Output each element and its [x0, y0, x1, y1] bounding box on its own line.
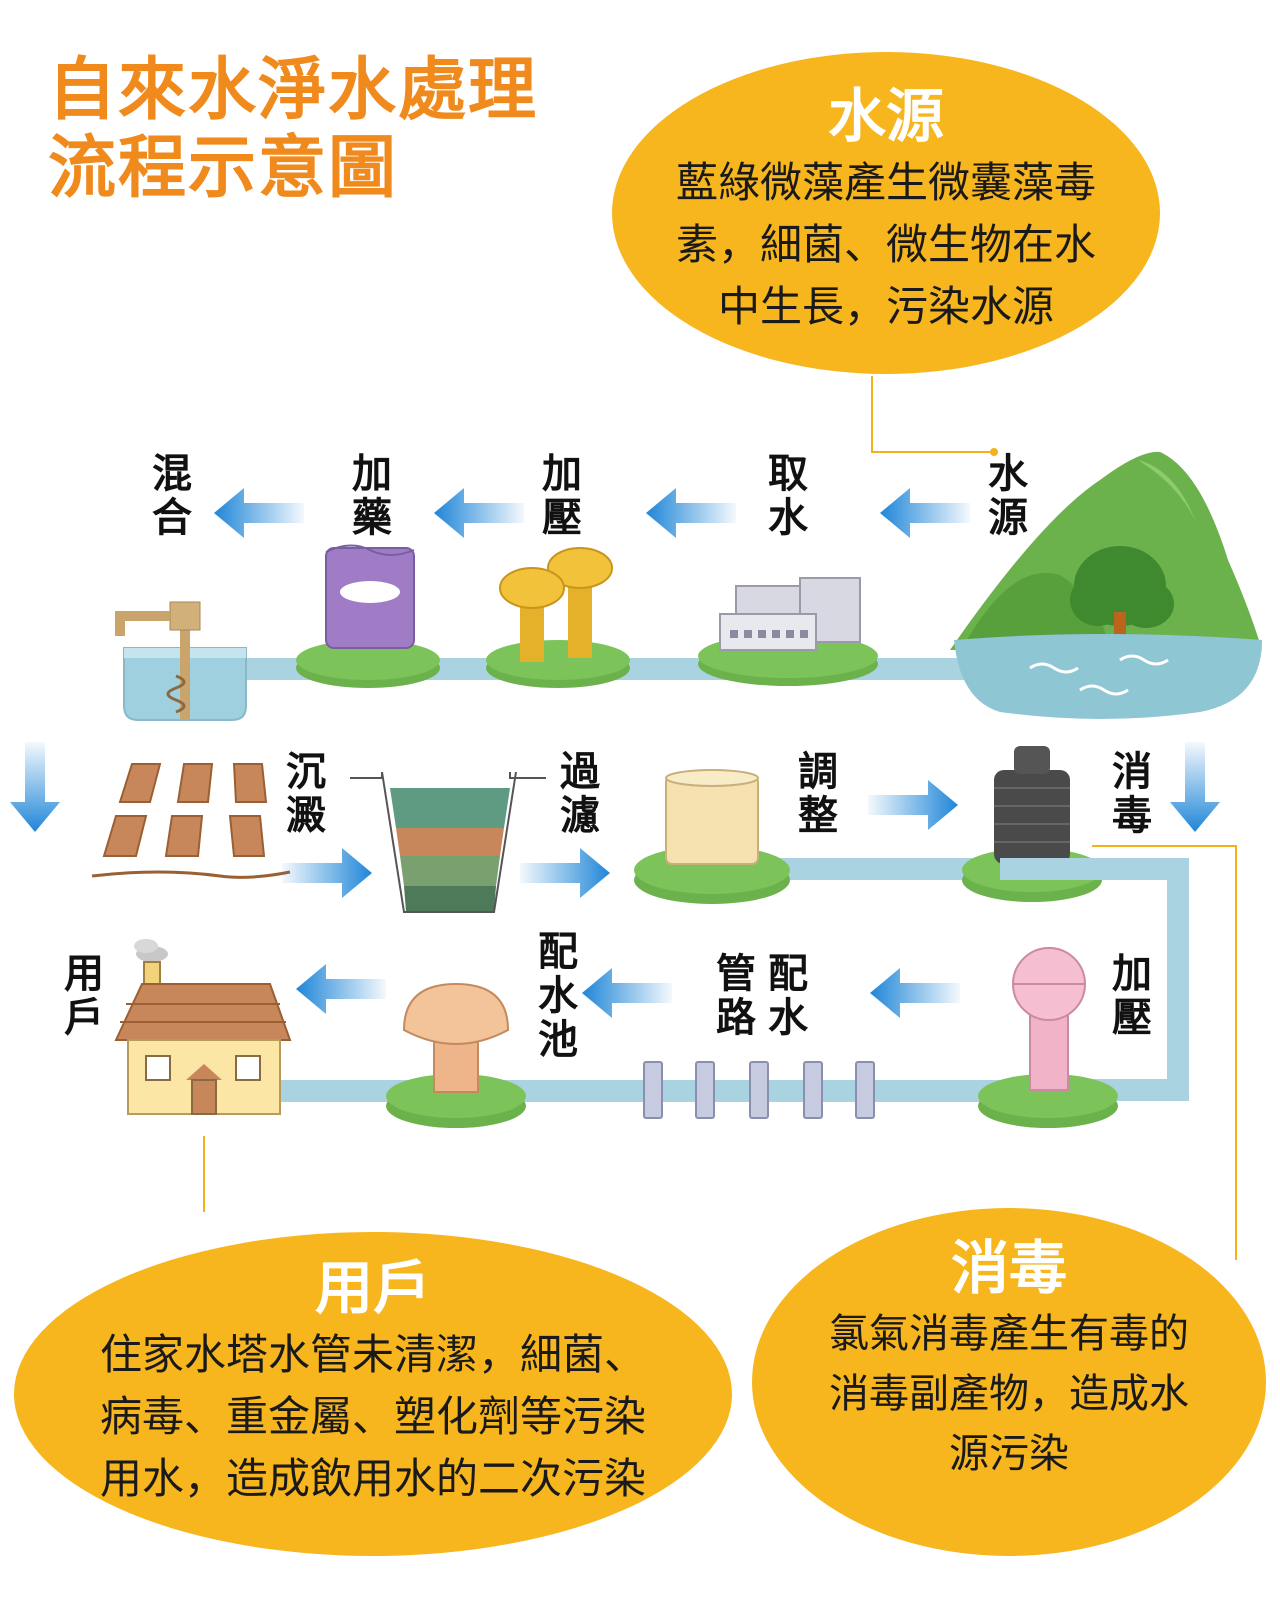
label-conditioning: 調整 — [798, 749, 838, 839]
callout-user-text: 住家水塔水管未清潔，細菌、 病毒、重金屬、塑化劑等污染 用水，造成飲用水的二次污… — [54, 1324, 692, 1510]
label-source: 水源 — [988, 451, 1028, 541]
label-reservoir: 配水池 — [538, 929, 578, 1063]
callout-disinfect-line: 氯氣消毒產生有毒的 — [829, 1311, 1189, 1357]
label-disinfection: 消毒 — [1112, 749, 1152, 839]
label-dosing: 加藥 — [352, 451, 392, 541]
pipe-row-2 — [720, 858, 1000, 880]
callout-user-heading: 用戶 — [314, 1254, 431, 1322]
label-pipeline-col1: 配水 — [768, 951, 808, 1041]
callout-disinfection: 消毒 氯氣消毒產生有毒的 消毒副產物，造成水 源污染 — [752, 1208, 1266, 1556]
title-line-1: 自來水淨水處理 — [48, 51, 539, 130]
callout-household: 用戶 住家水塔水管未清潔，細菌、 病毒、重金屬、塑化劑等污染 用水，造成飲用水的… — [14, 1232, 732, 1556]
callout-water-source: 水源 藍綠微藻產生微囊藻毒 素，細菌、微生物在水 中生長，污染水源 — [612, 52, 1160, 374]
callout-user-line: 病毒、重金屬、塑化劑等污染 — [99, 1392, 646, 1441]
callout-source-line: 中生長，污染水源 — [717, 282, 1054, 331]
label-sedimentation: 沉澱 — [286, 749, 326, 839]
reservoir-tower — [386, 982, 526, 1128]
household-house — [114, 939, 292, 1115]
intake-building — [698, 577, 878, 686]
callout-disinfect-line: 源污染 — [949, 1431, 1069, 1477]
callout-user-line: 住家水塔水管未清潔，細菌、 — [99, 1330, 646, 1379]
callout-user-line: 用水，造成飲用水的二次污染 — [99, 1454, 646, 1503]
pipe-right-loop — [1000, 858, 1189, 1101]
label-household: 用戶 — [64, 951, 104, 1041]
connector-disinfect — [1092, 845, 1237, 1260]
pressurize-pumps — [486, 547, 630, 688]
callout-source-text: 藍綠微藻產生微囊藻毒 素，細菌、微生物在水 中生長，污染水源 — [654, 152, 1118, 338]
page-title: 自來水淨水處理 流程示意圖 — [48, 52, 538, 208]
label-pipeline-col2: 管路 — [716, 951, 756, 1041]
callout-disinfect-heading: 消毒 — [950, 1234, 1067, 1302]
callout-source-line: 藍綠微藻產生微囊藻毒 — [675, 158, 1096, 207]
callout-source-heading: 水源 — [827, 82, 944, 150]
conditioning-tank — [634, 769, 790, 904]
pipeline-joints — [643, 1061, 875, 1119]
sedimentation-beds — [91, 763, 291, 879]
dosing-tank — [296, 544, 440, 688]
pressurize-tower — [978, 947, 1118, 1128]
callout-source-line: 素，細菌、微生物在水 — [675, 220, 1096, 269]
mixing-basin — [115, 601, 247, 721]
connector-source — [871, 376, 994, 453]
filtration-bed — [350, 771, 546, 913]
label-pressurize-1: 加壓 — [542, 451, 582, 541]
label-intake: 取水 — [768, 451, 808, 541]
connector-lines — [203, 376, 1237, 1260]
mountain-lake — [950, 451, 1262, 719]
label-pressurize-2: 加壓 — [1112, 951, 1152, 1041]
callout-disinfect-line: 消毒副產物，造成水 — [829, 1371, 1189, 1417]
label-mixing: 混合 — [152, 451, 192, 541]
callout-disinfect-text: 氯氣消毒產生有毒的 消毒副產物，造成水 源污染 — [782, 1304, 1236, 1484]
label-filtration: 過濾 — [560, 749, 600, 839]
title-line-2: 流程示意圖 — [48, 129, 399, 208]
